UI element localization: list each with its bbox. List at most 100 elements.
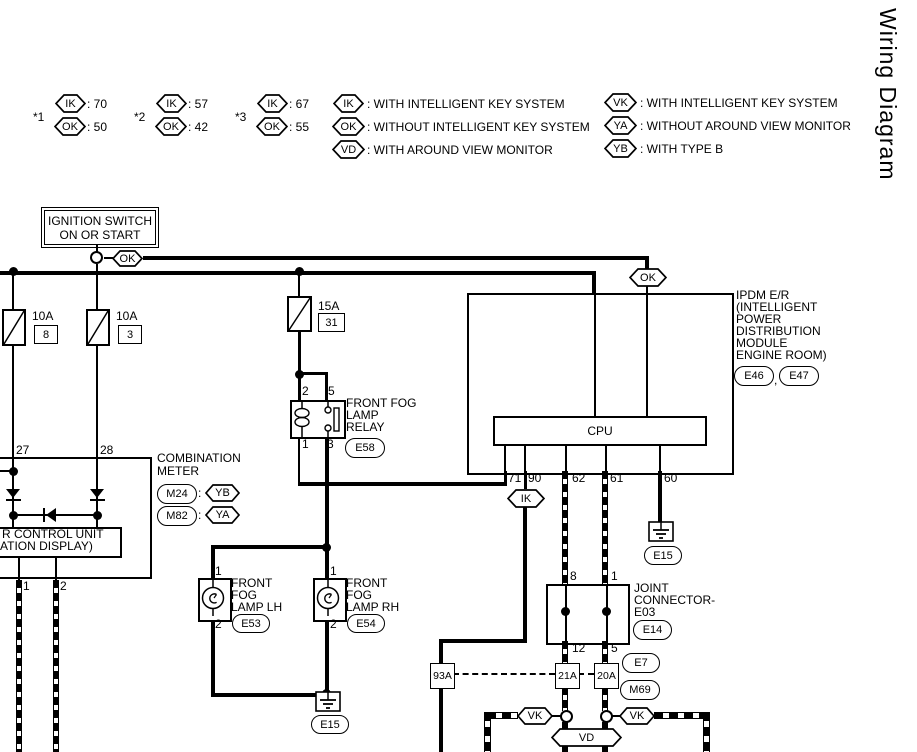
joint-pin-8: 8 (570, 569, 577, 583)
star3-ik-value: : 67 (289, 97, 310, 111)
wire-fuse3-top (298, 272, 300, 297)
relay-name3: RELAY (346, 420, 385, 434)
joint-name3: E03 (634, 605, 656, 619)
wire-cpu-pin62 (565, 442, 567, 471)
dashed-link-93a-21a (453, 673, 555, 675)
wire-21a-down (562, 687, 568, 711)
wire-fuse2-bottom (96, 345, 98, 458)
relay-coil-contact-icon (294, 402, 340, 437)
wire-rh-ground-v (325, 618, 329, 694)
joint-connector-box (546, 584, 630, 645)
wire-circle-vd-left (562, 722, 568, 729)
relay-pin3: 3 (327, 437, 334, 451)
comma: , (774, 373, 778, 387)
relay-pin5: 5 (328, 384, 335, 398)
legend-hex-yb: YB (604, 139, 637, 158)
junction-dot (602, 607, 611, 616)
fuse1-rating: 10A (32, 309, 54, 323)
relay-pin2: 2 (302, 384, 309, 398)
wire-cpu-pin90 (524, 442, 526, 471)
wire-meter-27 (12, 457, 14, 516)
wire-pin1-to-ipdm71 (298, 482, 507, 486)
wire-20a-down (602, 687, 608, 711)
connector-hex-ok: OK (256, 117, 288, 136)
wire-bus-corner (592, 271, 596, 295)
wire-relay-branch-h (298, 372, 328, 375)
meter-label1: COMBINATION (157, 451, 241, 465)
wire-vk-link-left (552, 715, 561, 717)
star1-label: *1 (33, 110, 45, 124)
fuse-icon (2, 309, 26, 351)
star1-ik-value: : 70 (87, 97, 108, 111)
ipdm-name-line4: DISTRIBUTION (736, 324, 821, 338)
junction-dot (295, 267, 304, 276)
joint-name2: CONNECTOR- (634, 593, 716, 607)
legend-hex-ok: OK (332, 117, 365, 136)
ipdm-name-line6: ENGINE ROOM) (736, 348, 827, 362)
connector-hex-ok: OK (54, 117, 86, 136)
fuse2-number: 3 (118, 325, 142, 344)
legend-hex-ya: YA (604, 116, 637, 135)
connector-ref-m69: M69 (620, 680, 660, 700)
connector-hex-yb: YB (205, 484, 240, 502)
diode-icon (6, 489, 20, 498)
meter-pin1: 1 (23, 579, 30, 593)
wire-meter-27b (12, 516, 14, 528)
wire-93a-bottom (439, 687, 443, 752)
wire-pin61-checkered (602, 471, 608, 585)
legend-desc-ik: : WITH INTELLIGENT KEY SYSTEM (367, 97, 565, 111)
wire-meter-left-stub (0, 470, 13, 472)
ipdm-pin-62: 62 (572, 471, 586, 485)
legend-desc-vk: : WITH INTELLIGENT KEY SYSTEM (640, 96, 838, 110)
wire-pin12-checkered (562, 641, 568, 663)
star1-ok-value: : 50 (87, 120, 108, 134)
connector-hex-vk: VK (517, 707, 553, 725)
pin-label-27: 27 (16, 443, 30, 457)
junction-dot (9, 511, 18, 520)
wire-lamp-rh-feed (325, 549, 329, 578)
diode-icon (46, 508, 56, 522)
fog-lamp-lh-box (198, 578, 232, 622)
lamp-lh-name3: LAMP LH (231, 600, 283, 614)
fuse3-rating: 15A (318, 299, 340, 313)
wire-ignition-down (96, 264, 98, 310)
legend-hex-vk: VK (604, 93, 637, 112)
connector-ref-e58: E58 (345, 438, 385, 458)
lamp-rh-name1: FRONT (346, 576, 388, 590)
legend-desc-yb: : WITH TYPE B (640, 142, 724, 156)
colon: : (198, 486, 202, 500)
connector-ref-e54: E54 (347, 614, 385, 633)
wire-relay-pin2 (298, 374, 301, 400)
wire-vk-bus-right (654, 712, 710, 719)
bulb-icon (316, 580, 340, 616)
wire-vk-bus-right-down (703, 712, 710, 752)
wire-lamp-lh-feed (211, 545, 215, 578)
wire-pin5-checkered (602, 641, 608, 663)
connector-hex-ya: YA (205, 506, 240, 524)
ipdm-pin-60: 60 (664, 471, 678, 485)
ignition-line1: IGNITION SWITCH (48, 213, 152, 228)
meter-pin2: 2 (60, 579, 67, 593)
fuse-icon (287, 296, 312, 337)
wire-ipdm-internal-right (646, 295, 648, 416)
diode-bar (90, 499, 105, 501)
legend-desc-vd: : WITH AROUND VIEW MONITOR (367, 143, 553, 157)
wire-vk-link-right (612, 715, 620, 717)
connector-ref-e46: E46 (734, 366, 774, 386)
fuse1-number: 8 (34, 325, 58, 344)
wire-meter-out1 (18, 558, 20, 580)
lamp-lh-name1: FRONT (231, 576, 273, 590)
link-box-21a: 21A (555, 663, 580, 689)
relay-name1: FRONT FOG (346, 396, 417, 410)
wire-ok-branch (143, 256, 649, 260)
joint-pin-5: 5 (611, 641, 618, 655)
wire-fuse1-bottom (12, 345, 14, 458)
junction-dot (9, 467, 18, 476)
wire-meter-28 (96, 457, 98, 516)
wire-circle-vd-right (602, 722, 608, 729)
unit-box-top (0, 527, 122, 529)
legend-hex-ik: IK (333, 94, 364, 113)
connector-hex-ik: IK (507, 489, 545, 508)
meter-box-top (0, 457, 152, 459)
